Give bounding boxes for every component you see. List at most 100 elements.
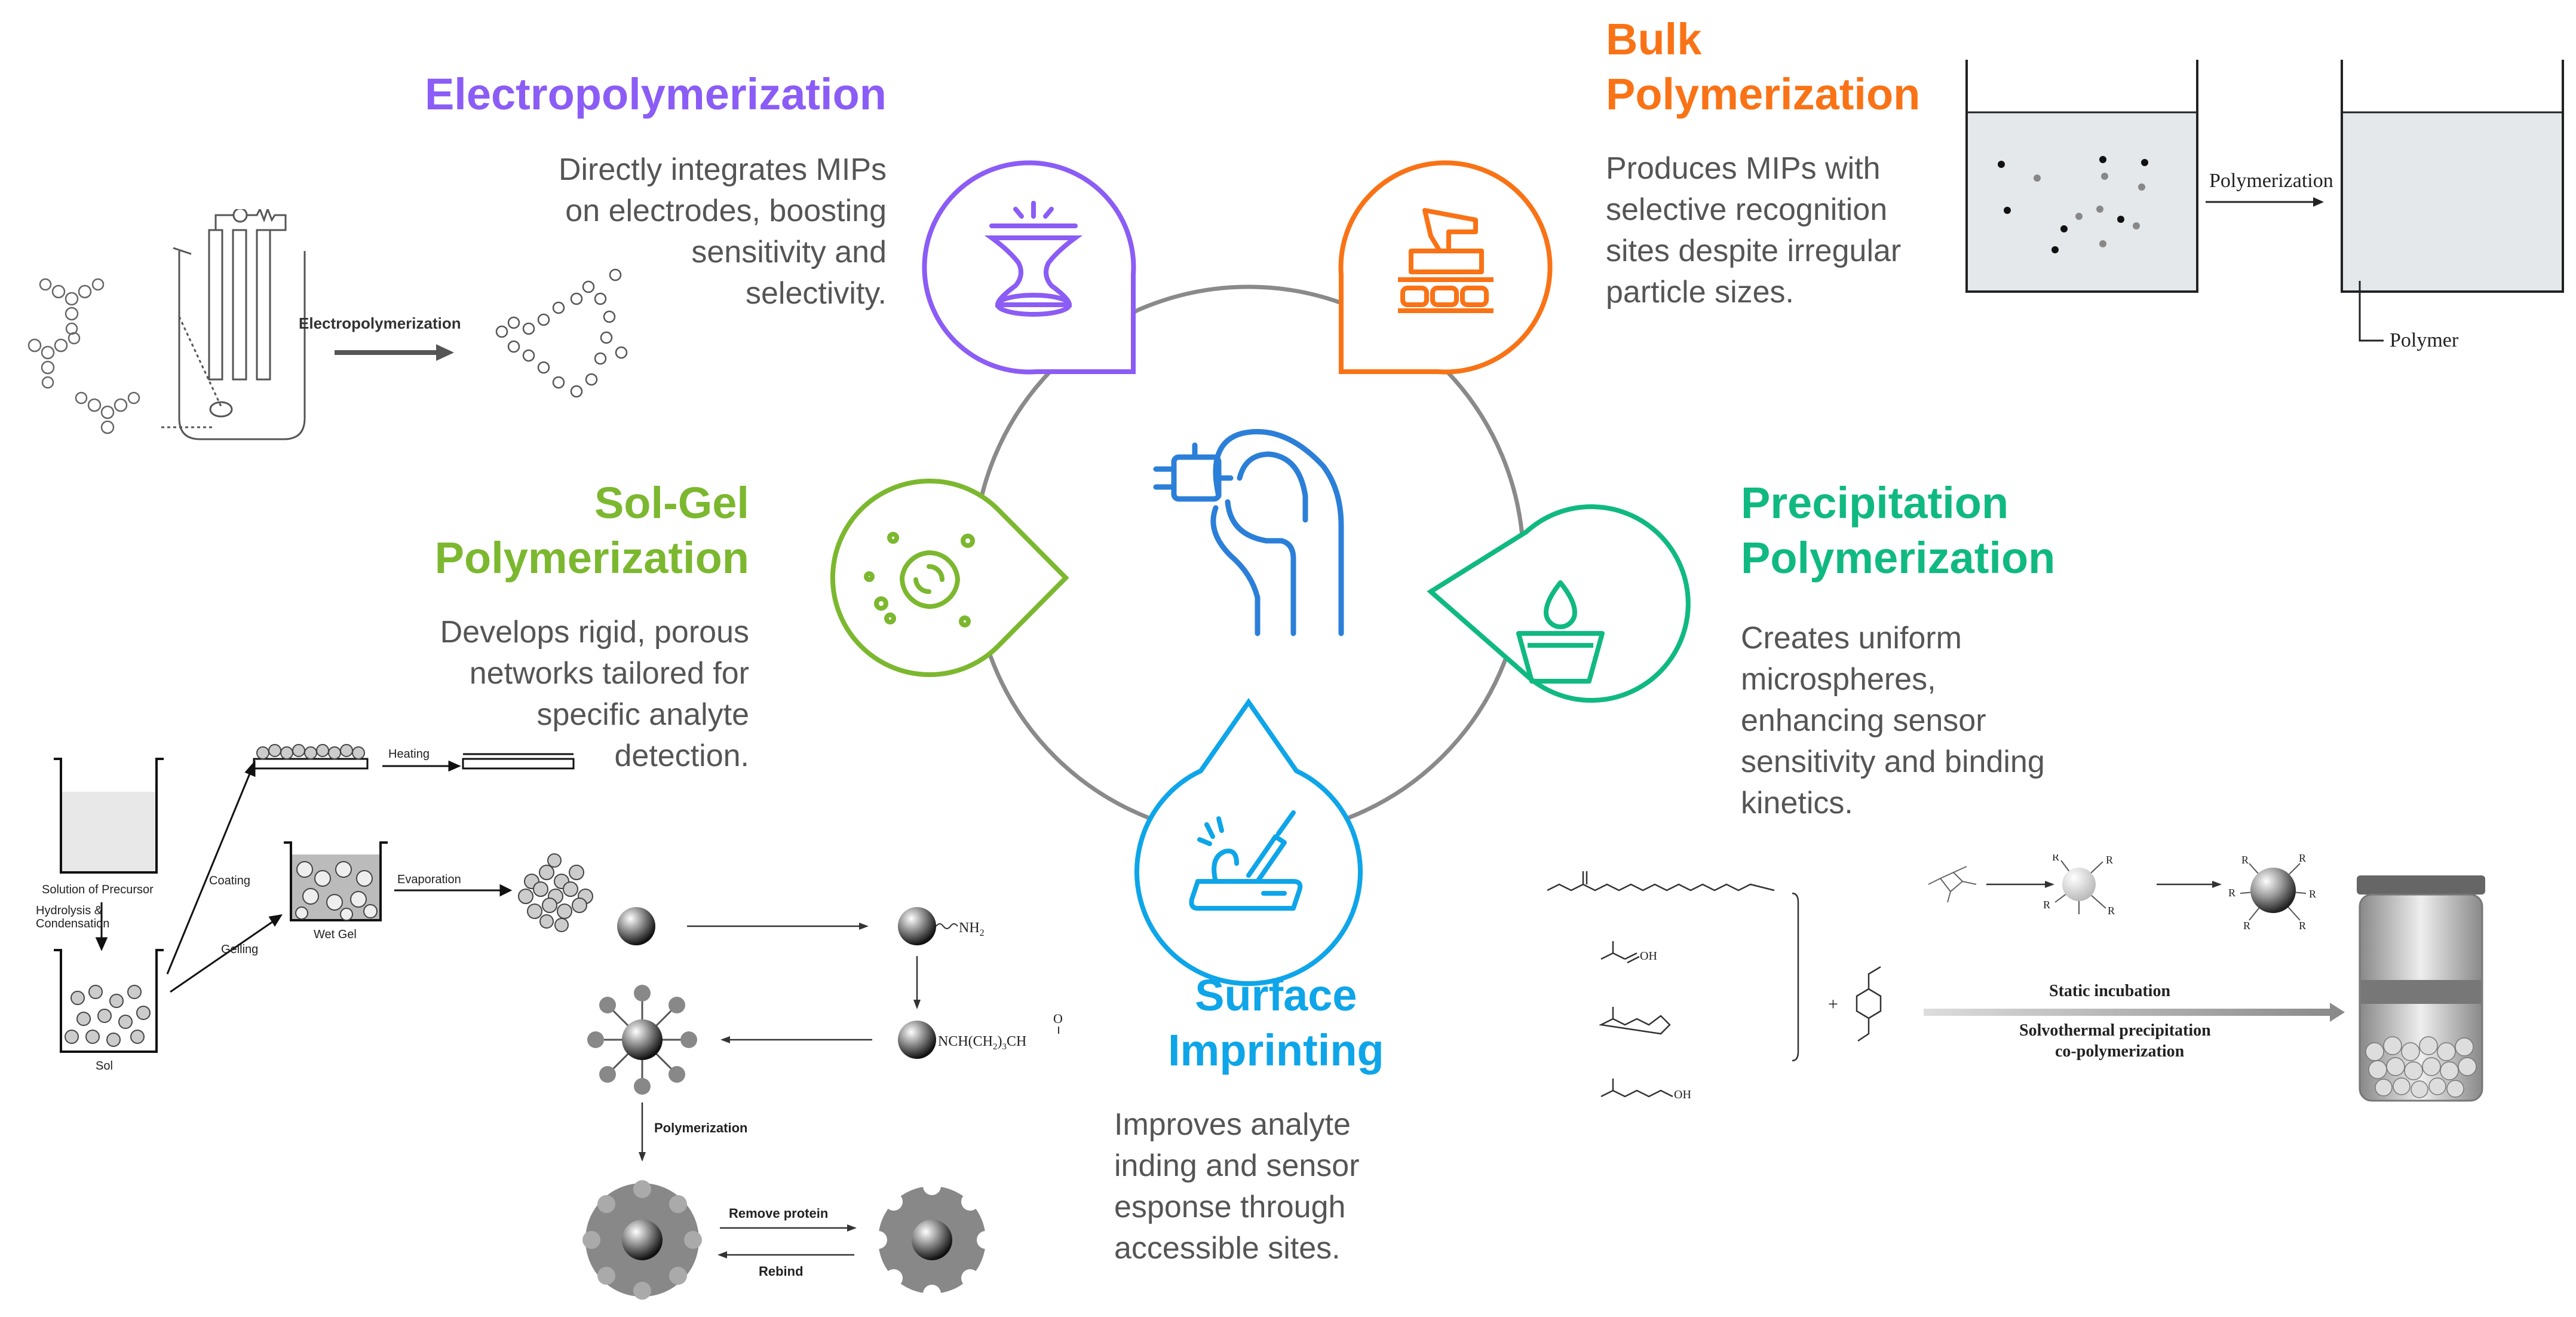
precursor-label: Solution of Precursor (42, 883, 154, 896)
water-drop-basin-icon (1516, 580, 1605, 684)
electropolymerization-title: Electropolymerization (424, 69, 887, 119)
evaporation-label: Evaporation (397, 873, 461, 886)
title-line: Imprinting (1168, 1025, 1384, 1075)
monomer-particles (1998, 156, 2148, 253)
dense-film (462, 758, 575, 770)
desc-line: networks tailored for (469, 656, 749, 691)
desc-line: specific analyte (536, 697, 749, 732)
wet-gel-beaker (284, 841, 388, 921)
desc-line: Directly integrates MIPs (558, 152, 887, 187)
surface-pin (1134, 697, 1363, 986)
reaction-vial (2357, 875, 2485, 1102)
swirl-icon (864, 532, 975, 627)
desc-line: inding and sensor (1114, 1148, 1360, 1183)
desc-line: detection. (614, 739, 750, 773)
machine-press-icon (1398, 208, 1494, 313)
condensation-label: Condensation (36, 917, 109, 930)
r-group: R (2299, 854, 2306, 864)
surface-desc: Improves analyte inding and sensor espon… (1114, 1104, 1360, 1269)
desc-line: kinetics. (1741, 786, 1853, 820)
aldehyde-oxygen: O (1053, 1011, 1063, 1026)
r-group: R (2043, 899, 2050, 911)
r-group: R (2243, 920, 2250, 932)
sol-beaker (54, 949, 164, 1053)
title-line: Polymerization (1741, 533, 2056, 583)
r-group: R (2052, 854, 2059, 863)
title-line: Surface (1195, 970, 1357, 1020)
r-group: R (2241, 854, 2249, 866)
process-arrow (1924, 1003, 2345, 1022)
electrode (208, 229, 223, 381)
electropolymerization-arrow-label: Electropolymerization (299, 314, 461, 332)
hydrolysis-label: Hydrolysis & (36, 904, 103, 917)
precursor-cluster (1928, 866, 1977, 903)
beaker (178, 251, 306, 440)
title-line: Polymerization (434, 533, 749, 583)
desc-line: on electrodes, boosting (565, 194, 887, 228)
functionalized-microsphere: R R R R R R (2228, 854, 2316, 932)
amine-label: NH (959, 920, 980, 936)
svg-text:NH2: NH2 (959, 920, 985, 938)
dried-gel-cluster (518, 853, 593, 932)
r-group: R (2108, 905, 2115, 917)
title-line: Bulk (1606, 14, 1702, 64)
wet-gel-label: Wet Gel (314, 928, 357, 941)
amine-subscript: 2 (980, 928, 985, 938)
stamp-tool-icon (1189, 810, 1303, 911)
desc-line: esponse through (1114, 1190, 1346, 1224)
rebind-label: Rebind (759, 1264, 804, 1279)
precipitation-figure: OH OH + R R R R R R R R R R (1547, 854, 2485, 1102)
coated-film (253, 758, 369, 770)
monomer-structures (1547, 871, 1799, 1098)
precipitation-title: Precipitation Polymerization (1741, 476, 2055, 586)
r-group: R (2309, 888, 2316, 900)
desc-line: selectivity. (746, 276, 887, 311)
r-group: R (2299, 920, 2306, 932)
imprinted-particle (582, 1180, 702, 1300)
hydroxyethyl-oh: OH (1674, 1088, 1691, 1101)
desc-line: Produces MIPs with (1606, 151, 1881, 186)
electropolymerization-figure: Electropolymerization (27, 209, 628, 440)
polymer-network (495, 268, 628, 398)
surface-figure: NH2 NCH(CH2)3CH O Polymerization R (582, 907, 1063, 1303)
desc-line: enhancing sensor (1741, 703, 1986, 738)
container-after (2341, 60, 2564, 293)
sol-particles (65, 985, 151, 1047)
fountain-pedestal-icon (984, 201, 1083, 317)
desc-line: sites despite irregular (1606, 234, 1902, 268)
surface-title: Surface Imprinting (1168, 968, 1384, 1078)
electropolymerization-pin (922, 160, 1136, 375)
desc-line: selective recognition (1606, 192, 1888, 227)
electrode (256, 229, 271, 381)
precursor-beaker (54, 758, 164, 874)
coating-label: Coating (209, 874, 250, 887)
desc-line: Creates uniform (1741, 621, 1962, 656)
aldehyde-particle (898, 1021, 936, 1059)
copolymerization-label: co-polymerization (2055, 1042, 2185, 1061)
sol-label: Sol (96, 1059, 113, 1070)
bulk-callout-label: Polymer (2390, 329, 2459, 351)
electropolymerization-desc: Directly integrates MIPs on electrodes, … (559, 149, 887, 314)
title-line: Precipitation (1741, 478, 2009, 528)
aldehyde-label-mid: ) (998, 1034, 1002, 1049)
divinylbenzene-structure (1856, 966, 1882, 1042)
bulk-desc: Produces MIPs with selective recognition… (1606, 148, 1901, 313)
remove-protein-label: Remove protein (729, 1206, 828, 1221)
aldehyde-subscript: 2 (993, 1042, 998, 1052)
bulk-title: Bulk Polymerization (1606, 12, 1920, 122)
desc-line: sensitivity and (691, 235, 887, 269)
precipitation-pin (1427, 504, 1691, 703)
static-incubation-label: Static incubation (2049, 982, 2170, 1000)
solvothermal-label: Solvothermal precipitation (2019, 1021, 2211, 1040)
container-before (1965, 60, 2198, 293)
seed-particle: R R R R (2043, 854, 2115, 917)
desc-line: sensitivity and binding (1741, 745, 2045, 779)
plus-sign: + (1828, 994, 1838, 1014)
bulk-figure: Polymerization Polymer (1965, 60, 2564, 351)
title-line: Sol-Gel (594, 478, 749, 528)
solgel-desc: Develops rigid, porous networks tailored… (440, 612, 749, 777)
electrode (232, 229, 247, 381)
protein-bound-particle (587, 985, 697, 1095)
bulk-arrow-label: Polymerization (2209, 170, 2333, 192)
aldehyde-label: NCH(CH (938, 1034, 993, 1049)
